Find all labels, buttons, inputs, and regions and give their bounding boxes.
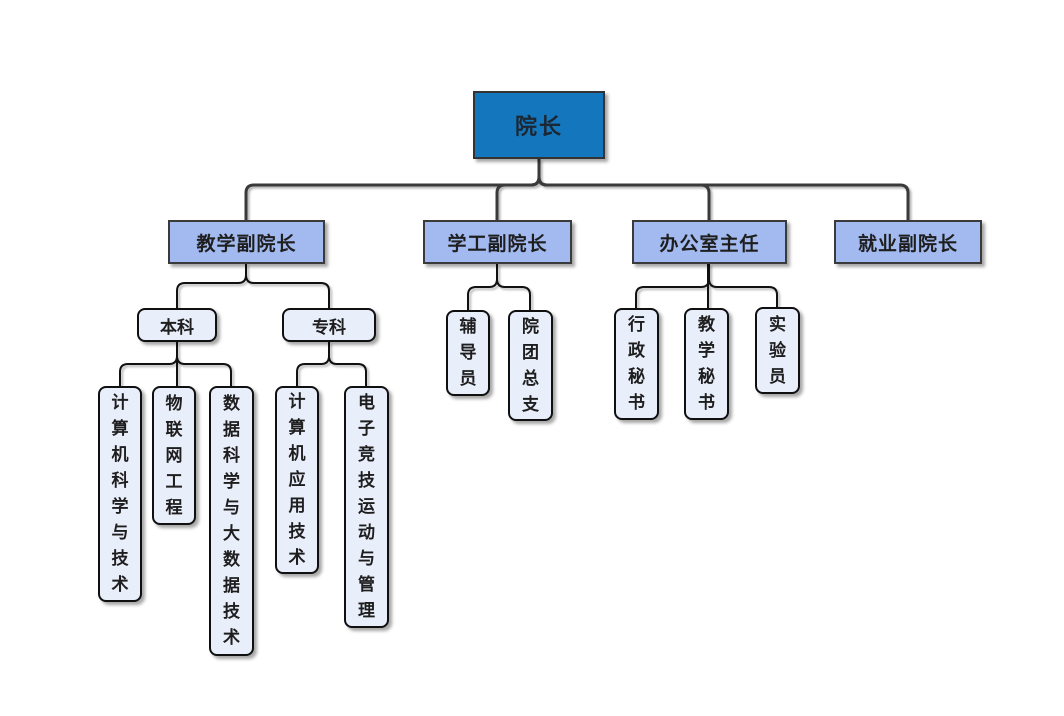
node-office-director: 办公室主任 [632,220,787,264]
node-associate: 专科 [282,308,376,342]
node-vp-employment: 就业副院长 [834,220,982,264]
node-vp-teaching-label: 教学副院长 [196,233,297,255]
node-admin-secretary-label: 行政秘书 [628,315,645,412]
node-data-science-label: 数据科学与大数据技术 [223,394,240,647]
node-counselor-label: 辅导员 [459,317,477,388]
node-cs-and-tech-label: 计算机科学与技术 [111,393,129,594]
node-dean-label: 院长 [514,114,563,139]
node-admin-secretary: 行政秘书 [614,308,659,420]
node-undergraduate: 本科 [137,308,217,342]
node-data-science: 数据科学与大数据技术 [209,386,254,656]
node-office-director-label: 办公室主任 [659,233,760,255]
node-lab-technician: 实验员 [755,307,800,394]
node-vp-employment-label: 就业副院长 [857,233,958,255]
node-computer-app-tech-label: 计算机应用技术 [288,392,306,567]
node-vp-student-label: 学工副院长 [447,233,548,255]
node-associate-label: 专科 [312,317,346,337]
node-lab-technician-label: 实验员 [769,314,786,386]
node-esports-mgmt: 电子竞技运动与管理 [344,386,389,628]
node-teaching-secretary: 教学秘书 [684,308,729,420]
node-counselor: 辅导员 [446,310,490,396]
node-youth-league-label: 院团总支 [522,316,539,414]
node-vp-teaching: 教学副院长 [168,220,325,264]
node-esports-mgmt-label: 电子竞技运动与管理 [358,393,375,620]
node-undergraduate-label: 本科 [160,317,194,337]
node-youth-league: 院团总支 [508,310,553,421]
connector-dean-children [244,159,910,221]
node-computer-app-tech: 计算机应用技术 [275,386,319,574]
node-cs-and-tech: 计算机科学与技术 [98,386,142,602]
node-teaching-secretary-label: 教学秘书 [698,315,715,412]
node-dean: 院长 [473,91,605,159]
node-vp-student: 学工副院长 [423,220,572,264]
connector-sub-branches [119,264,778,387]
node-iot-engineering-label: 物联网工程 [165,393,183,517]
node-iot-engineering: 物联网工程 [152,386,196,525]
